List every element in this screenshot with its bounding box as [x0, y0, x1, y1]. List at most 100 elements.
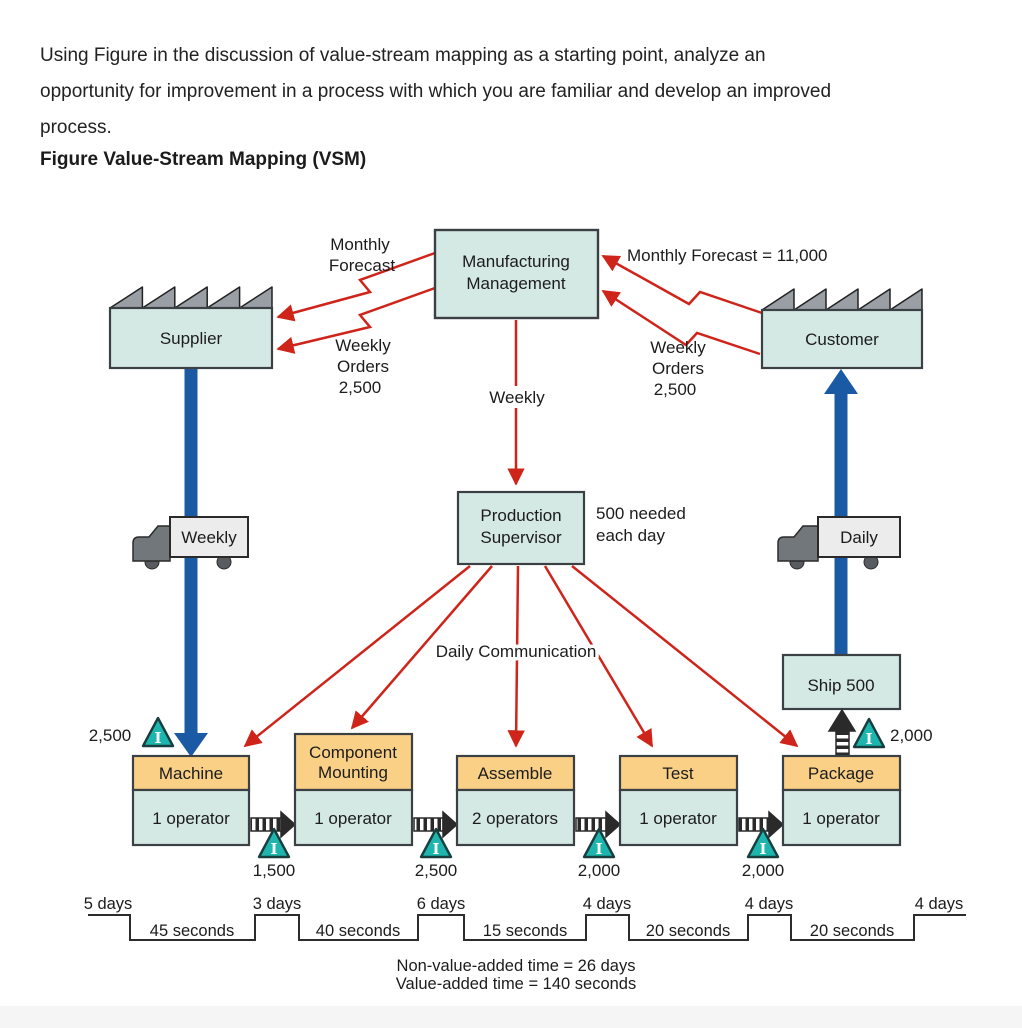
inventory-triangle-icon: I [141, 716, 175, 748]
daily-communication-arrow-package [571, 565, 799, 748]
info-arrow-weekly-orders-from-customer [601, 289, 761, 356]
inventory-triangle-icon: I [419, 827, 453, 859]
non-value-added-summary: Non-value-added time = 26 days [397, 957, 636, 975]
inventory-supplier-qty: 2,500 [89, 726, 132, 745]
inventory-triangle-icon: I [852, 717, 886, 749]
daily-communication-arrow-component-mounting [350, 565, 493, 730]
material-flow-supplier-to-machine [174, 368, 208, 757]
process-assemble: Assemble 2 operators [455, 754, 576, 847]
value-added-summary: Value-added time = 140 seconds [396, 975, 636, 993]
supplier-label: Supplier [160, 329, 223, 348]
weekly-label-bg [482, 386, 554, 408]
ps-label-line1: Production [480, 506, 561, 525]
process-name: Mounting [318, 763, 388, 782]
mm-label-line1: Manufacturing [462, 252, 570, 271]
ps-label-line2: Supervisor [480, 528, 562, 547]
daily-communication-arrow-assemble [507, 565, 525, 748]
timeline-days: 5 days [84, 895, 133, 913]
process-operators: 1 operator [802, 809, 880, 828]
timeline-ladder [88, 914, 966, 941]
timeline-seconds: 45 seconds [150, 922, 234, 940]
daily-communication-arrow-test [543, 565, 654, 748]
process-test: Test 1 operator [618, 754, 739, 847]
process-name: Assemble [478, 764, 553, 783]
inventory-qty: 2,000 [742, 861, 785, 880]
daily-communication-label: Daily Communication [436, 642, 597, 661]
truck-trailer [817, 516, 901, 558]
manufacturing-management-box: Manufacturing Management [433, 228, 600, 320]
process-operators: 1 operator [152, 809, 230, 828]
timeline: 5 days 3 days 6 days 4 days 4 days 4 day… [84, 895, 966, 941]
material-flow-ship-to-customer [824, 369, 858, 657]
inventory-i: I [154, 729, 161, 747]
timeline-seconds: 40 seconds [316, 922, 400, 940]
truck-cab-icon [132, 525, 171, 562]
timeline-seconds: 20 seconds [646, 922, 730, 940]
process-name: Machine [159, 764, 223, 783]
monthly-forecast-left-line1: Monthly [330, 235, 390, 254]
inventory-i: I [270, 840, 277, 858]
timeline-days: 3 days [253, 895, 302, 913]
truck-daily-label: Daily [840, 528, 878, 547]
push-arrow-icon [250, 810, 297, 839]
process-name: Package [808, 764, 874, 783]
footer-band [0, 1006, 1022, 1028]
inventory-i: I [759, 840, 766, 858]
factory-roof-icon [109, 286, 273, 309]
weekly-orders-right-line3: 2,500 [654, 380, 697, 399]
weekly-orders-right-line2: Orders [652, 359, 704, 378]
info-arrow-monthly-forecast-to-supplier [276, 251, 436, 322]
timeline-days: 4 days [745, 895, 794, 913]
inventory-markers: I 2,500 I 1,500 I 2,500 I 2,000 I 2 [89, 716, 933, 880]
truck-weekly: Weekly [132, 516, 249, 570]
customer-label: Customer [805, 330, 879, 349]
inventory-qty: 2,500 [415, 861, 458, 880]
push-arrows [250, 708, 857, 839]
push-arrow-icon [413, 810, 459, 839]
timeline-seconds: 20 seconds [810, 922, 894, 940]
question-line: process. [40, 117, 112, 138]
info-arrow-monthly-forecast-from-customer [601, 254, 763, 315]
info-arrow-weekly-orders-to-supplier [276, 286, 436, 354]
process-operators: 2 operators [472, 809, 558, 828]
inventory-i: I [432, 840, 439, 858]
push-arrow-icon [575, 810, 622, 839]
needed-label-line2: each day [596, 526, 665, 545]
figure-title: Figure Value-Stream Mapping (VSM) [40, 149, 367, 170]
question-text: Using Figure in the discussion of value-… [40, 38, 1000, 146]
daily-communication-arrow-machine [243, 565, 471, 748]
truck-daily: Daily [777, 516, 901, 570]
truck-trailer [169, 516, 249, 558]
weekly-orders-left-line1: Weekly [335, 336, 391, 355]
supplier-entity: Supplier [108, 286, 274, 370]
inventory-triangle-icon: I [257, 827, 291, 859]
truck-weekly-label: Weekly [181, 528, 237, 547]
inventory-triangle-icon: I [746, 827, 780, 859]
weekly-orders-right-line1: Weekly [650, 338, 706, 357]
mm-label-line2: Management [466, 274, 566, 293]
process-machine: Machine 1 operator [131, 754, 251, 847]
process-operators: 1 operator [639, 809, 717, 828]
ship-label: Ship 500 [807, 676, 874, 695]
timeline-days: 6 days [417, 895, 466, 913]
timeline-days: 4 days [915, 895, 964, 913]
inventory-i: I [595, 840, 602, 858]
question-line: opportunity for improvement in a process… [40, 81, 832, 102]
inventory-ship-qty: 2,000 [890, 726, 933, 745]
weekly-flow-label: Weekly [489, 388, 545, 407]
inventory-qty: 1,500 [253, 861, 296, 880]
blue-arrowhead-down-icon [174, 733, 208, 757]
weekly-orders-left-line3: 2,500 [339, 378, 382, 397]
question-line: Using Figure in the discussion of value-… [40, 45, 766, 66]
timeline-days: 4 days [583, 895, 632, 913]
process-component-mounting: Component Mounting 1 operator [293, 732, 414, 847]
needed-label-line1: 500 needed [596, 504, 686, 523]
ship-box: Ship 500 [781, 653, 902, 711]
factory-roof-icon [761, 288, 923, 311]
push-arrow-up-icon [827, 708, 857, 757]
process-package: Package 1 operator [781, 754, 902, 847]
process-name: Component [309, 743, 397, 762]
production-supervisor-box: Production Supervisor [456, 490, 586, 566]
timeline-seconds: 15 seconds [483, 922, 567, 940]
